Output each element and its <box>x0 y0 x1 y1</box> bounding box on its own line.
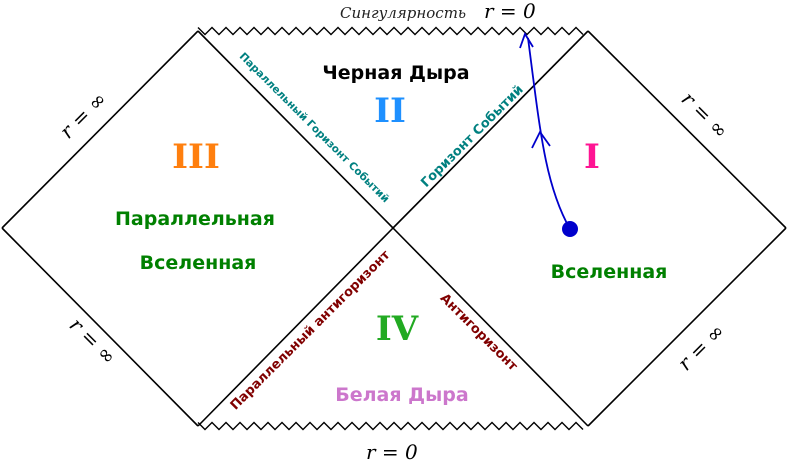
infinity-label-lower-right: r = ∞ <box>673 319 729 375</box>
event-horizon-line <box>392 30 589 229</box>
parallel-event-horizon-line <box>197 30 394 229</box>
antihorizon-label: Антигоризонт <box>437 291 521 375</box>
region-II-numeral: II <box>374 91 406 131</box>
singularity-label: Сингулярность <box>340 4 466 22</box>
right-lower-boundary <box>587 227 787 427</box>
parallel-universe-label-line1: Параллельная <box>115 208 275 230</box>
parallel-antihorizon-line <box>197 227 394 427</box>
event-horizon-label: Горизонт Событий <box>418 82 526 190</box>
observer-point <box>562 221 578 237</box>
worldline-arrow-middle <box>531 130 551 149</box>
infinity-label-upper-left: r = ∞ <box>55 87 111 143</box>
universe-label: Вселенная <box>551 261 668 283</box>
left-upper-boundary <box>1 30 199 229</box>
white-hole-label: Белая Дыра <box>335 384 468 406</box>
left-lower-boundary <box>1 227 199 427</box>
right-upper-boundary <box>587 30 787 229</box>
infalling-worldline <box>527 37 571 230</box>
black-hole-label: Черная Дыра <box>322 62 469 84</box>
parallel-universe-label-line2: Вселенная <box>140 252 257 274</box>
singularity-equation-top: r = 0 <box>484 0 536 23</box>
diagram-boundaries <box>1 30 787 427</box>
antihorizon-line <box>392 227 589 427</box>
region-IV-numeral: IV <box>376 309 419 349</box>
bottom-singularity-zigzag <box>197 421 584 431</box>
singularity-equation-bottom: r = 0 <box>366 440 418 462</box>
region-I-numeral: I <box>584 137 600 177</box>
region-III-numeral: III <box>172 137 220 177</box>
worldline-arrow-top <box>519 31 534 49</box>
infinity-label-lower-left: r = ∞ <box>65 313 121 369</box>
top-singularity-zigzag <box>197 26 584 36</box>
infinity-label-upper-right: r = ∞ <box>677 87 733 143</box>
